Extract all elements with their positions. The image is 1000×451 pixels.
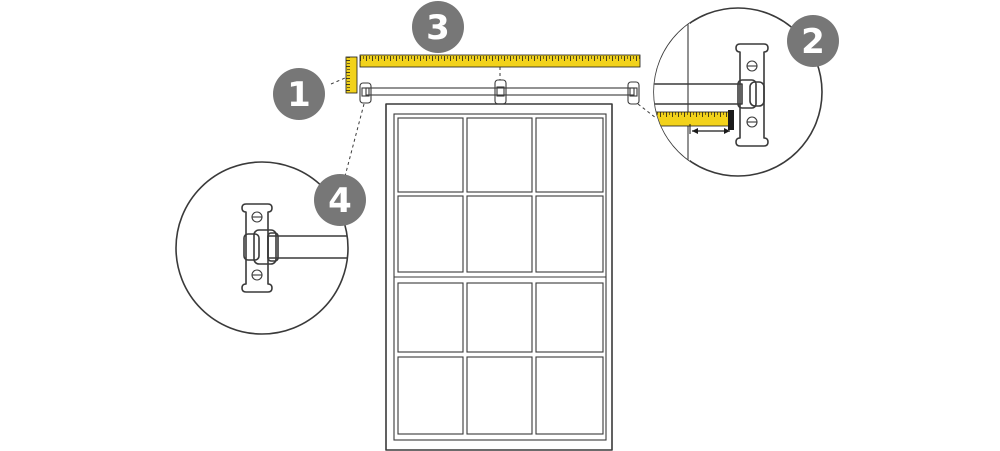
- step-number: 2: [801, 22, 825, 62]
- step-number: 1: [287, 75, 311, 115]
- bracket-detail-left: [175, 161, 349, 335]
- step-badge-4: 4: [314, 174, 366, 226]
- measuring-tape-icon: [345, 54, 641, 94]
- step-badge-2: 2: [787, 15, 839, 67]
- rod-bracket-center: [494, 79, 507, 105]
- curtain-rod: [359, 79, 640, 105]
- dimension-arrow-icon: [689, 124, 730, 134]
- step-badge-1: 1: [273, 68, 325, 120]
- step-1-leader: [330, 77, 346, 85]
- curtain-rod-bracket-icon: [241, 203, 273, 293]
- step-number: 3: [426, 8, 450, 48]
- step-number: 4: [328, 181, 352, 221]
- window: [385, 103, 613, 451]
- step-2-leader: [637, 103, 657, 119]
- curtain-rod-bracket-icon: [735, 43, 769, 147]
- step-4-leader: [343, 103, 365, 181]
- rod-bracket-right: [627, 81, 640, 105]
- step-badge-3: 3: [412, 1, 464, 53]
- upper-sash: [397, 117, 604, 273]
- rod-bracket-left: [359, 82, 372, 104]
- lower-sash: [397, 282, 604, 435]
